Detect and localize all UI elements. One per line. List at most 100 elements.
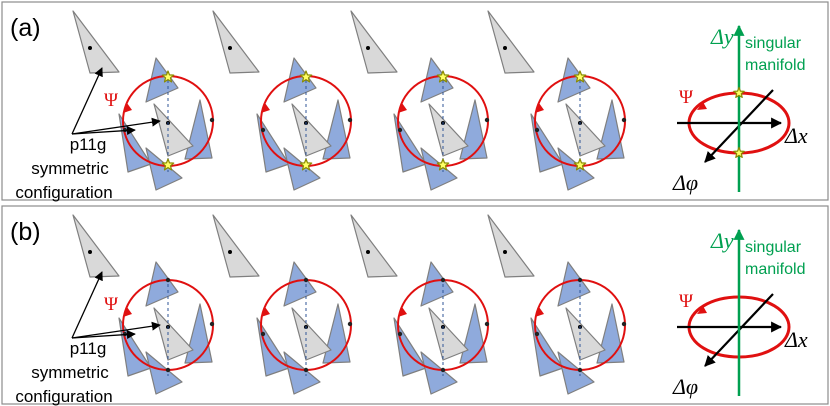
axis-dot xyxy=(165,277,171,283)
blue-triangle xyxy=(420,351,458,395)
loop-group xyxy=(393,261,490,395)
axis-dot xyxy=(303,367,309,373)
triangle-center-dot xyxy=(503,46,507,50)
panel-frame xyxy=(1,205,829,405)
phi-axis-label: Δφ xyxy=(672,170,698,195)
blue-triangle xyxy=(596,99,625,160)
side-dot xyxy=(347,321,353,327)
loop-direction-arrow xyxy=(535,103,544,113)
annotation-arrow xyxy=(71,330,136,340)
loop-direction-arrow xyxy=(123,307,132,317)
side-dot xyxy=(621,321,627,327)
axis-dot xyxy=(440,367,446,373)
loop-direction-arrow xyxy=(261,307,270,317)
top-triangle xyxy=(212,10,260,74)
triangle-center-dot xyxy=(228,46,232,50)
blue-triangle xyxy=(145,351,183,395)
loop-group xyxy=(530,261,627,395)
panel-label: (a) xyxy=(10,14,41,42)
gray-triangle xyxy=(72,10,120,74)
panel-label: (b) xyxy=(10,218,41,246)
x-axis-label: Δx xyxy=(784,327,808,352)
top-triangle xyxy=(350,214,398,278)
gray-triangle xyxy=(212,214,260,278)
triangle-center-dot xyxy=(503,250,507,254)
star-marker xyxy=(573,70,587,83)
side-dot xyxy=(260,127,266,133)
loop-group xyxy=(256,261,353,395)
blue-triangle xyxy=(557,147,595,191)
side-dot xyxy=(534,127,540,133)
gray-triangle xyxy=(487,10,535,74)
annotation-line-1: p11g xyxy=(70,135,107,154)
triangle-center-dot xyxy=(366,46,370,50)
phase-loop-arrow xyxy=(697,102,707,110)
loop-direction-arrow xyxy=(398,307,407,317)
gray-triangle xyxy=(72,214,120,278)
blue-triangle xyxy=(459,303,488,364)
psi-label: Ψ xyxy=(104,294,118,315)
manifold-label-1: singular xyxy=(745,239,802,256)
manifold-label-1: singular xyxy=(745,35,802,52)
gray-triangle xyxy=(291,103,332,157)
loop-group xyxy=(530,57,627,191)
annotation-arrow xyxy=(71,67,103,135)
annotation-arrow xyxy=(71,126,136,136)
loop-direction-arrow xyxy=(261,103,270,113)
gray-triangle xyxy=(487,214,535,278)
star-marker xyxy=(161,158,175,171)
gray-triangle xyxy=(153,103,194,157)
psi-label: Ψ xyxy=(104,90,118,111)
loop-group xyxy=(393,57,490,191)
side-dot xyxy=(484,321,490,327)
x-axis-label: Δx xyxy=(784,123,808,148)
gray-triangle xyxy=(428,307,469,361)
phase-loop-arrow xyxy=(697,306,707,314)
phi-axis-label: Δφ xyxy=(672,374,698,399)
manifold-label-2: manifold xyxy=(745,261,805,278)
annotation-line-3: configuration xyxy=(15,387,112,406)
gray-triangle xyxy=(350,10,398,74)
gray-triangle xyxy=(565,103,606,157)
blue-triangle xyxy=(420,147,458,191)
top-triangle xyxy=(487,214,535,278)
blue-triangle xyxy=(322,303,351,364)
axis-dot xyxy=(440,277,446,283)
star-marker xyxy=(436,70,450,83)
annotation-line-2: symmetric xyxy=(31,363,109,382)
side-dot xyxy=(209,117,215,123)
side-dot xyxy=(534,331,540,337)
loop-direction-arrow xyxy=(398,103,407,113)
triangle-center-dot xyxy=(366,250,370,254)
axis-dot xyxy=(303,277,309,283)
top-triangle xyxy=(487,10,535,74)
gray-triangle xyxy=(291,307,332,361)
loop-group xyxy=(118,261,215,395)
gray-triangle xyxy=(153,307,194,361)
top-triangle xyxy=(212,214,260,278)
side-dot xyxy=(621,117,627,123)
annotation-arrow xyxy=(71,271,103,339)
loop-direction-arrow xyxy=(123,103,132,113)
gray-triangle xyxy=(350,214,398,278)
side-dot xyxy=(484,117,490,123)
loop-direction-arrow xyxy=(535,307,544,317)
side-dot xyxy=(347,117,353,123)
side-dot xyxy=(209,321,215,327)
blue-triangle xyxy=(184,303,213,364)
axis-dot xyxy=(577,277,583,283)
annotation-line-3: configuration xyxy=(15,183,112,202)
star-marker xyxy=(161,70,175,83)
blue-triangle xyxy=(596,303,625,364)
blue-triangle xyxy=(184,99,213,160)
blue-triangle xyxy=(557,351,595,395)
side-dot xyxy=(397,127,403,133)
loop-group xyxy=(256,57,353,191)
gray-triangle xyxy=(212,10,260,74)
axes-psi-label: Ψ xyxy=(679,291,693,312)
star-marker xyxy=(299,70,313,83)
